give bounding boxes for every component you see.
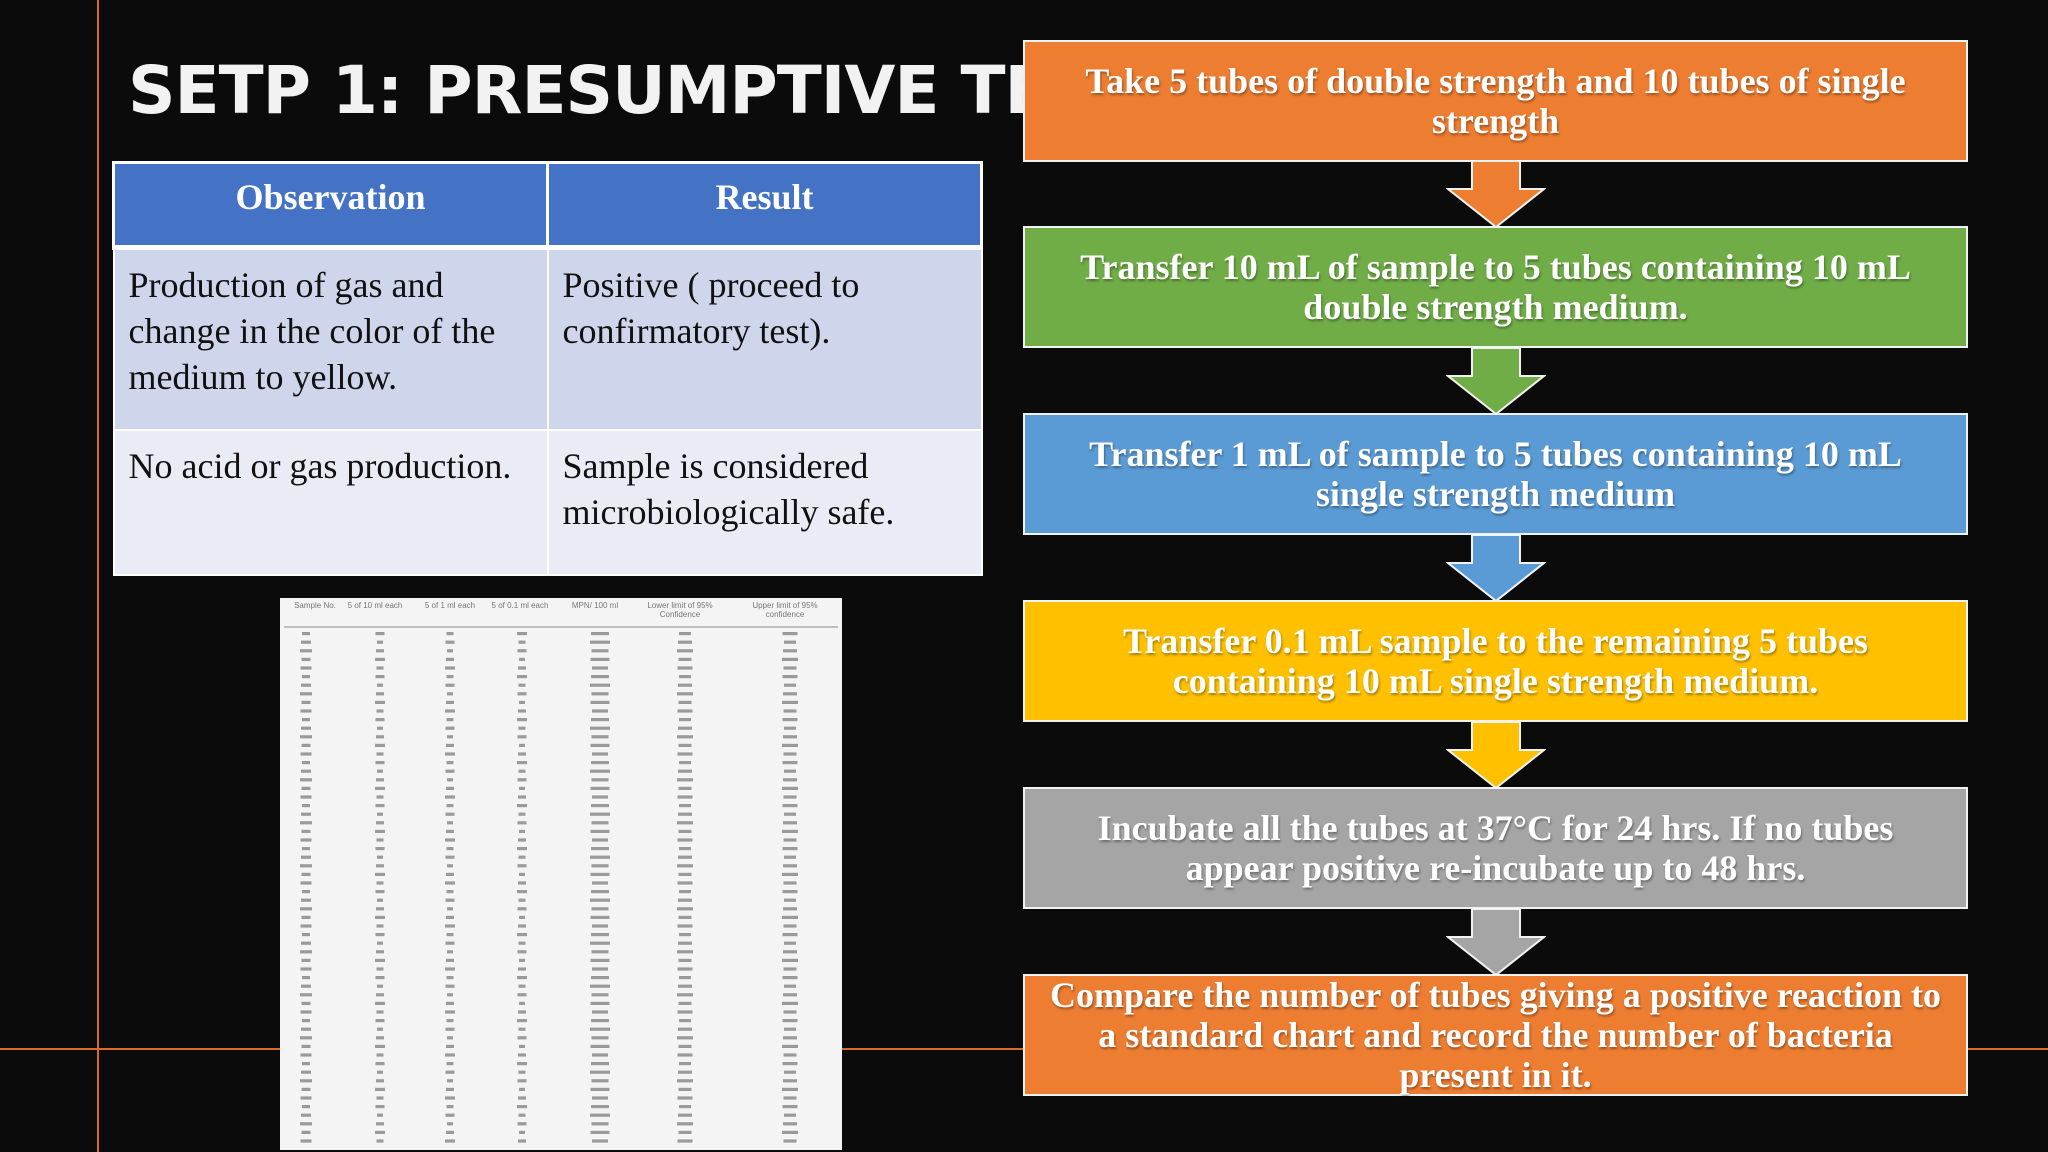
flow-step-1: Take 5 tubes of double strength and 10 t… xyxy=(1023,40,1968,162)
observation-result-table: Observation Result Production of gas and… xyxy=(112,161,983,576)
mpn-header-cell: 5 of 10 ml each xyxy=(347,601,403,610)
result-cell: Positive ( proceed to confirmatory test)… xyxy=(546,246,983,431)
column-header-result: Result xyxy=(546,161,983,250)
flow-step-text: Compare the number of tubes giving a pos… xyxy=(1050,975,1941,1095)
horizontal-accent-line xyxy=(0,1048,280,1050)
table-row: Production of gas and change in the colo… xyxy=(112,246,983,431)
flow-step-text: Take 5 tubes of double strength and 10 t… xyxy=(1085,61,1906,141)
flow-arrow-icon xyxy=(1446,722,1546,790)
horizontal-accent-line xyxy=(840,1048,1025,1050)
mpn-header-cell: Sample No. xyxy=(294,601,336,610)
flow-step-text: Incubate all the tubes at 37°C for 24 hr… xyxy=(1097,808,1894,888)
horizontal-accent-line xyxy=(1965,1048,2048,1050)
table-row: No acid or gas production. Sample is con… xyxy=(112,428,983,576)
mpn-header-cell: Upper limit of 95% confidence xyxy=(752,601,818,619)
column-header-observation: Observation xyxy=(112,161,549,250)
mpn-header-cell: 5 of 1 ml each xyxy=(424,601,476,610)
mpn-header-cell: Lower limit of 95% Confidence xyxy=(647,601,713,619)
flow-step-5: Incubate all the tubes at 37°C for 24 hr… xyxy=(1023,787,1968,909)
flow-step-4: Transfer 0.1 mL sample to the remaining … xyxy=(1023,600,1968,722)
mpn-header-cell: MPN/ 100 ml xyxy=(571,601,619,610)
mpn-table-rows-graphic xyxy=(284,626,838,1143)
mpn-table-header: Sample No. 5 of 10 ml each 5 of 1 ml eac… xyxy=(280,598,842,628)
flow-arrow-icon xyxy=(1446,348,1546,416)
flow-arrow-icon xyxy=(1446,161,1546,229)
flow-arrow-icon xyxy=(1446,909,1546,977)
flow-step-text: Transfer 1 mL of sample to 5 tubes conta… xyxy=(1089,434,1902,514)
result-cell: Sample is considered microbiologically s… xyxy=(546,428,983,576)
mpn-reference-table-image: Sample No. 5 of 10 ml each 5 of 1 ml eac… xyxy=(280,598,842,1150)
observation-cell: No acid or gas production. xyxy=(112,428,549,576)
slide-title: SETP 1: PRESUMPTIVE TEST xyxy=(128,52,1140,129)
flow-step-6: Compare the number of tubes giving a pos… xyxy=(1023,974,1968,1096)
flow-step-2: Transfer 10 mL of sample to 5 tubes cont… xyxy=(1023,226,1968,348)
flow-step-text: Transfer 10 mL of sample to 5 tubes cont… xyxy=(1080,247,1911,327)
flow-arrow-icon xyxy=(1446,535,1546,603)
flow-step-text: Transfer 0.1 mL sample to the remaining … xyxy=(1123,621,1868,701)
observation-cell: Production of gas and change in the colo… xyxy=(112,246,549,431)
mpn-header-cell: 5 of 0.1 ml each xyxy=(491,601,549,610)
vertical-accent-line xyxy=(97,0,99,1152)
flow-step-3: Transfer 1 mL of sample to 5 tubes conta… xyxy=(1023,413,1968,535)
